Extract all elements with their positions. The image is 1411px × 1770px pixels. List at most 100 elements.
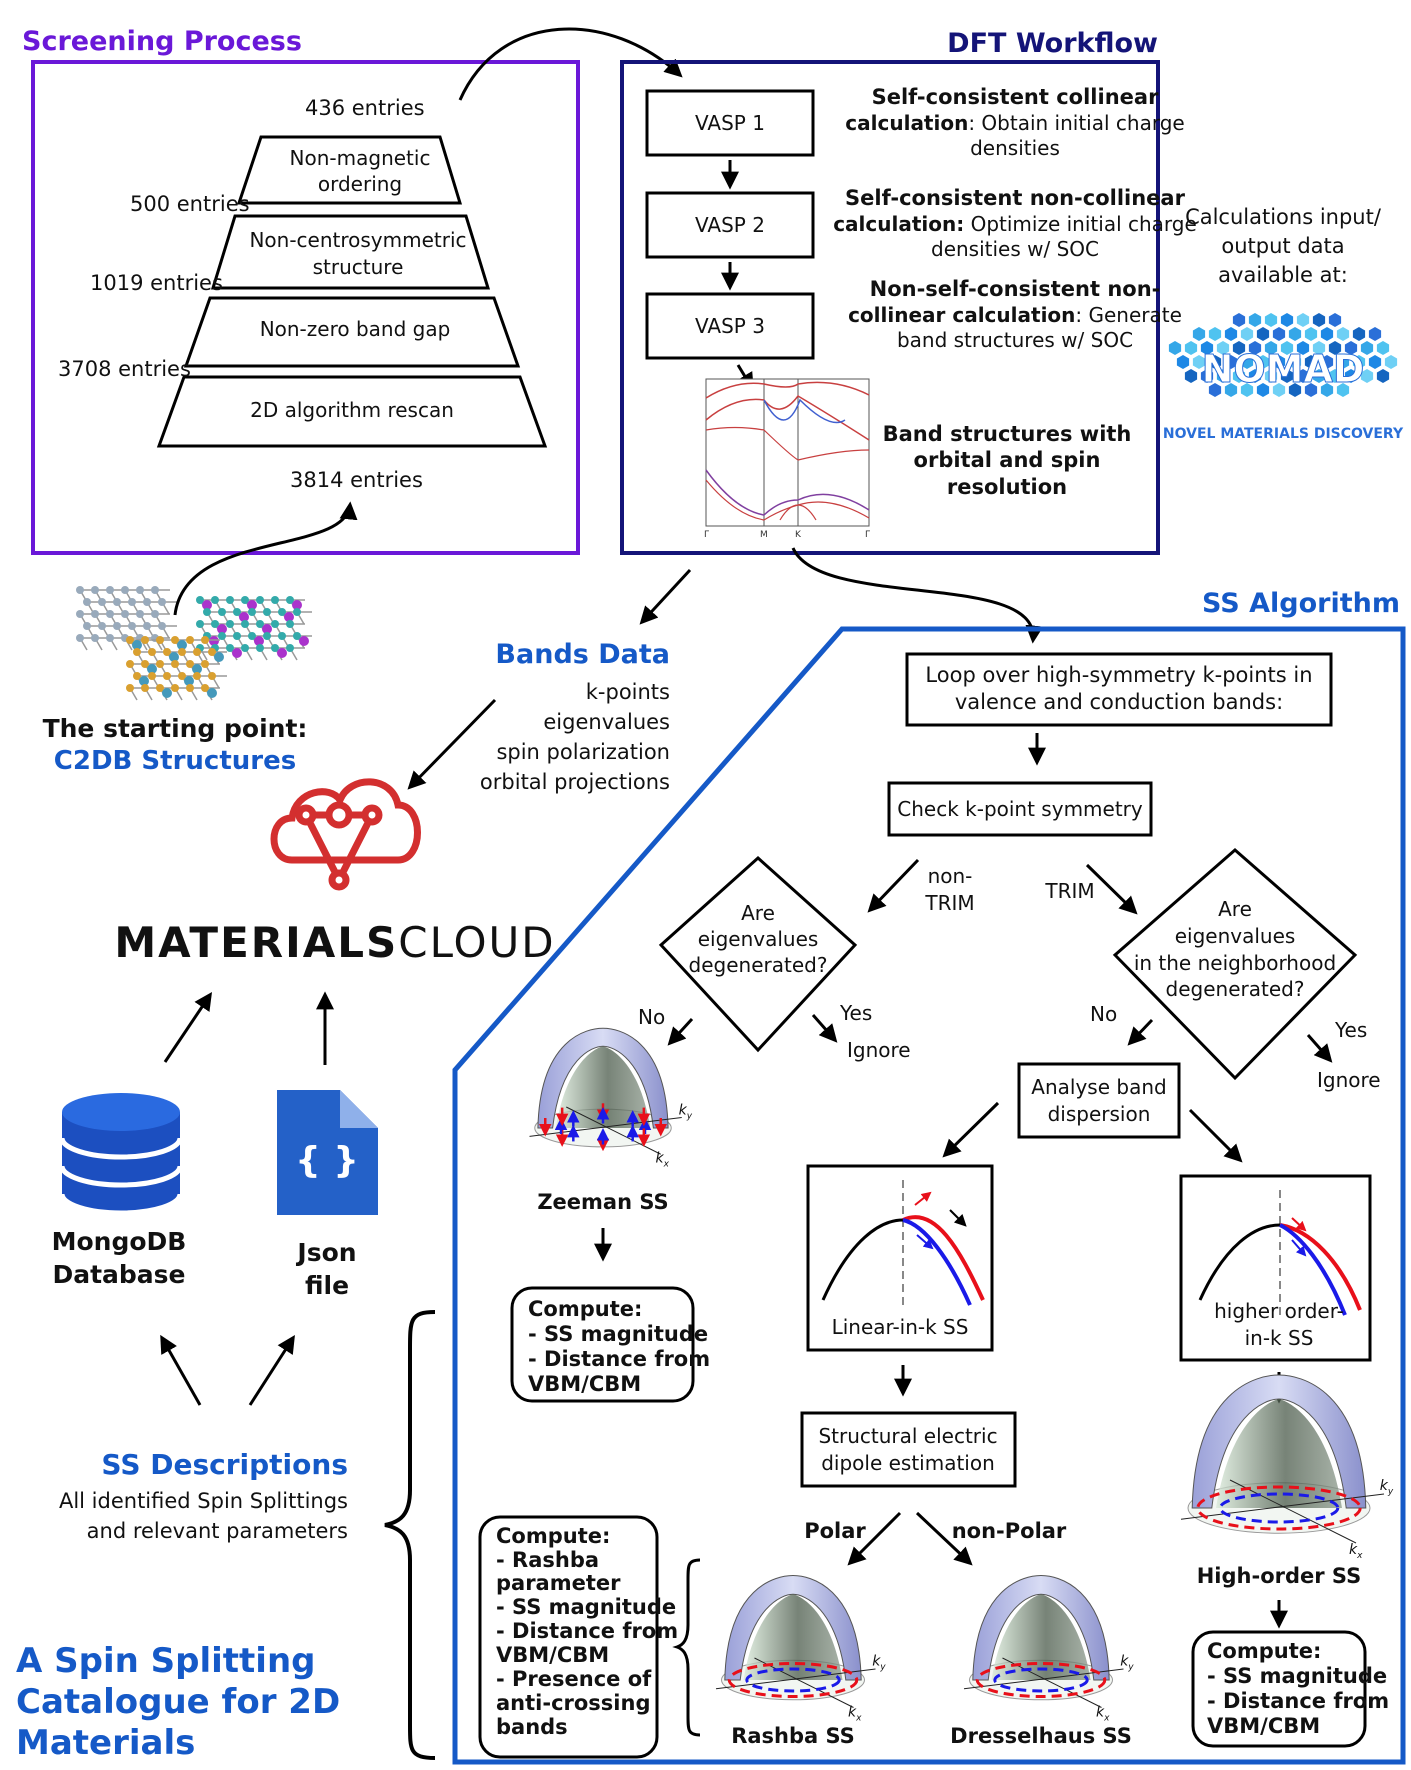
database-icon bbox=[59, 1093, 183, 1216]
funnel-label-non-centrosymmetric-1: Non-centrosymmetric bbox=[249, 228, 466, 252]
atom bbox=[193, 648, 201, 656]
vasp1-desc-3: densities bbox=[970, 136, 1060, 160]
atom bbox=[143, 598, 151, 606]
kx-sub: x bbox=[663, 1160, 670, 1170]
atom bbox=[256, 620, 264, 628]
compute-zeeman-box bbox=[510, 1286, 695, 1403]
q1-line-3: degenerated? bbox=[689, 953, 828, 977]
descriptions-line-1: All identified Spin Splittings bbox=[59, 1489, 348, 1513]
atom bbox=[286, 596, 294, 604]
atom bbox=[98, 598, 106, 606]
atom bbox=[162, 688, 172, 698]
atom bbox=[128, 622, 136, 630]
q1-line-1: Are bbox=[741, 901, 775, 925]
atom bbox=[299, 636, 309, 646]
nomad-hex bbox=[1320, 355, 1334, 369]
nomad-hex bbox=[1320, 383, 1334, 397]
vasp1-desc-2a: calculation bbox=[845, 111, 968, 135]
count-1019: 1019 entries bbox=[90, 271, 223, 295]
kx-label: kx bbox=[1349, 1542, 1363, 1561]
vasp-2-label: VASP 2 bbox=[695, 213, 765, 237]
atom bbox=[211, 596, 219, 604]
nomad-hex bbox=[1272, 383, 1286, 397]
json-braces: { } bbox=[295, 1140, 359, 1181]
atom bbox=[208, 672, 216, 680]
compute-rashba-5: - Distance from bbox=[496, 1619, 678, 1643]
inner-cone bbox=[1216, 1398, 1342, 1508]
compute-high-3: - Distance from bbox=[1207, 1689, 1389, 1713]
compute-high-1: Compute: bbox=[1207, 1639, 1321, 1663]
atom bbox=[158, 598, 166, 606]
outer-cone bbox=[972, 1574, 1110, 1681]
nomad-hex bbox=[1248, 341, 1262, 355]
nomad-hex bbox=[1376, 341, 1390, 355]
vasp-2-box bbox=[645, 191, 815, 259]
start-line-2: C2DB Structures bbox=[54, 746, 296, 776]
ky-sub: y bbox=[1387, 1487, 1394, 1497]
nomad-hex bbox=[1336, 383, 1350, 397]
atom bbox=[226, 644, 234, 652]
band-desc-1: Band structures with bbox=[883, 422, 1132, 446]
spin-up-contour bbox=[975, 1662, 1107, 1698]
nomad-hex bbox=[1288, 355, 1302, 369]
arrow-polar bbox=[847, 1511, 902, 1566]
arrow-nonpolar bbox=[915, 1511, 973, 1566]
db-label-2: Database bbox=[52, 1260, 185, 1289]
nomad-hex bbox=[1168, 341, 1182, 355]
atom bbox=[158, 622, 166, 630]
atom bbox=[271, 644, 279, 652]
atom bbox=[171, 684, 179, 692]
nomad-hex bbox=[1224, 355, 1238, 369]
kx-axis bbox=[1229, 1479, 1357, 1544]
nomad-hex bbox=[1328, 369, 1342, 383]
vasp1-desc-1: Self-consistent collinear bbox=[872, 85, 1159, 109]
cloud-icon bbox=[270, 778, 421, 891]
dft-frame bbox=[620, 60, 1160, 555]
kx-sub: x bbox=[855, 1713, 862, 1723]
atom bbox=[76, 634, 84, 642]
arrow-q1-yes bbox=[811, 1014, 838, 1043]
atom bbox=[113, 598, 121, 606]
atom bbox=[241, 596, 249, 604]
algorithm-title: SS Algorithm bbox=[1202, 588, 1400, 619]
descriptions-section: SS Descriptions All identified Spin Spli… bbox=[59, 1310, 436, 1760]
vasp3-desc-3: band structures w/ SOC bbox=[897, 328, 1133, 352]
compute-high-4: VBM/CBM bbox=[1207, 1714, 1320, 1738]
compute-rashba-6: VBM/CBM bbox=[496, 1643, 609, 1667]
atom bbox=[203, 608, 211, 616]
bands-item-kpoints: k-points bbox=[586, 680, 670, 704]
nomad-hex bbox=[1200, 369, 1214, 383]
vasp2-desc-2b: Optimize initial charge bbox=[964, 212, 1197, 236]
trim-label: TRIM bbox=[1044, 879, 1094, 903]
compute-zeeman-4: VBM/CBM bbox=[528, 1372, 641, 1396]
analyse-box bbox=[1017, 1062, 1181, 1139]
linear-bands-plot bbox=[821, 1180, 985, 1310]
nomad-hex bbox=[1344, 341, 1358, 355]
atom bbox=[178, 672, 186, 680]
json-file-icon: { } bbox=[277, 1090, 378, 1215]
vasp3-desc-1: Non-self-consistent non- bbox=[870, 277, 1161, 301]
atom bbox=[171, 660, 179, 668]
atom bbox=[233, 632, 241, 640]
atom bbox=[147, 664, 157, 674]
vasp-3-box bbox=[645, 292, 815, 360]
inner-cone bbox=[991, 1594, 1091, 1680]
nomad-hex bbox=[1384, 355, 1398, 369]
ky-label: ky bbox=[679, 1102, 693, 1121]
atom bbox=[186, 684, 194, 692]
spin-down-contour bbox=[993, 1667, 1089, 1693]
atom bbox=[293, 608, 301, 616]
atom bbox=[156, 684, 164, 692]
dipole-line-2: dipole estimation bbox=[821, 1451, 995, 1475]
dipole-line-1: Structural electric bbox=[818, 1424, 997, 1448]
atom bbox=[186, 636, 194, 644]
nomad-hex bbox=[1320, 327, 1334, 341]
screening-section: Screening Process 436 entries Non-magnet… bbox=[22, 26, 580, 555]
atom bbox=[91, 634, 99, 642]
atom bbox=[156, 660, 164, 668]
atom bbox=[192, 664, 202, 674]
nomad-hex bbox=[1360, 341, 1374, 355]
nomad-hex bbox=[1216, 369, 1230, 383]
nomad-caption-3: available at: bbox=[1218, 263, 1348, 287]
arrow-nontrim bbox=[867, 858, 920, 913]
